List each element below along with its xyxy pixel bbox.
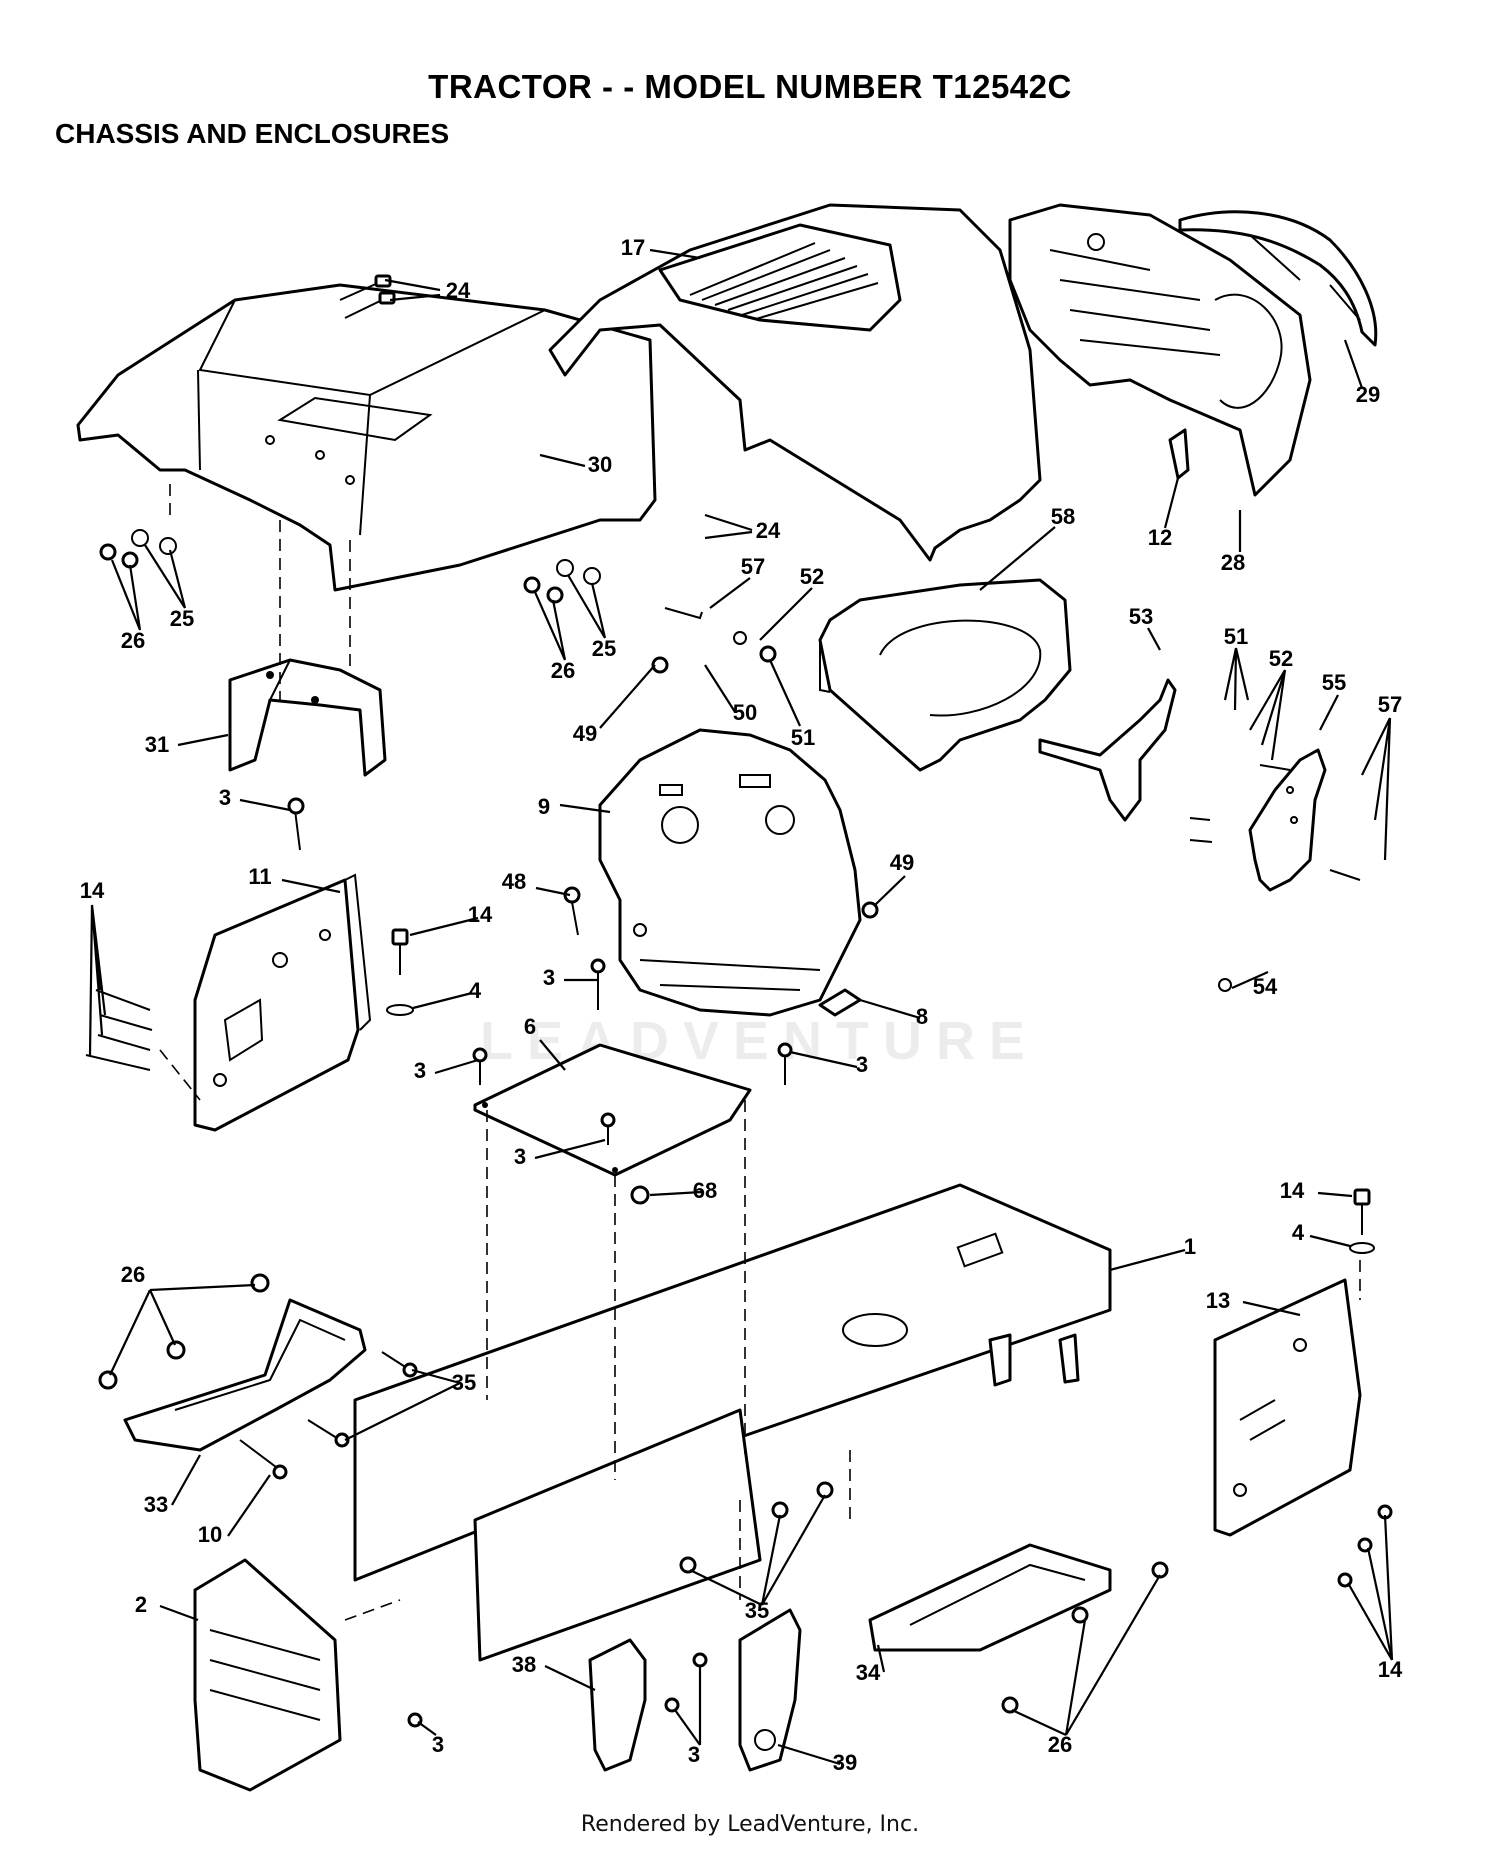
part-rear-fender[interactable] [76,283,657,592]
part-side-panel-left[interactable] [193,873,372,1132]
callout-c48[interactable]: 48 [502,869,526,894]
callout-c4a[interactable]: 4 [469,978,482,1003]
callout-c2[interactable]: 2 [135,1592,147,1617]
callout-c34[interactable]: 34 [856,1660,881,1685]
callout-c26a[interactable]: 26 [121,628,145,653]
callout-c35a[interactable]: 35 [452,1370,476,1395]
part-footrest-right[interactable] [868,1543,1112,1652]
callout-c24a[interactable]: 24 [446,278,471,303]
callout-c39[interactable]: 39 [833,1750,857,1775]
callout-c58[interactable]: 58 [1051,504,1075,529]
callout-c68[interactable]: 68 [693,1178,717,1203]
callout-c3c[interactable]: 3 [414,1058,426,1083]
callout-c33[interactable]: 33 [144,1492,168,1517]
callout-c53[interactable]: 53 [1129,604,1153,629]
alignment-lines [159,484,1361,1621]
callout-c26d[interactable]: 26 [1048,1732,1072,1757]
callout-c51a[interactable]: 51 [1224,624,1248,649]
part-seat-bracket[interactable] [228,658,387,777]
callout-c31[interactable]: 31 [145,732,169,757]
footer-credit: Rendered by LeadVenture, Inc. [580,1812,920,1837]
callout-c17[interactable]: 17 [621,235,645,260]
part-fasteners [85,529,1393,1728]
part-bracket-53[interactable] [1038,678,1177,822]
page-title: TRACTOR - - MODEL NUMBER T12542C [428,68,1072,105]
callout-c3g[interactable]: 3 [688,1742,700,1767]
callout-c25a[interactable]: 25 [170,606,194,631]
callout-c13[interactable]: 13 [1206,1288,1230,1313]
part-front-grille[interactable] [1008,203,1312,497]
callout-c3e[interactable]: 3 [514,1144,526,1169]
callout-c24b[interactable]: 24 [756,518,781,543]
callout-c49b[interactable]: 49 [890,850,914,875]
part-hood[interactable] [548,203,1042,562]
part-screws-24-upper[interactable] [339,274,396,319]
part-clip-12[interactable] [1168,428,1190,480]
callout-c30[interactable]: 30 [588,452,612,477]
callout-c38[interactable]: 38 [512,1652,536,1677]
callout-c14c[interactable]: 14 [1280,1178,1305,1203]
callout-c57b[interactable]: 57 [1378,692,1402,717]
callout-c49a[interactable]: 49 [573,721,597,746]
part-footrest-left[interactable] [123,1298,367,1452]
callout-c35b[interactable]: 35 [745,1598,769,1623]
part-bracket-38[interactable] [588,1638,647,1772]
callout-c3b[interactable]: 3 [543,965,555,990]
part-main-frame[interactable] [353,1183,1112,1662]
callout-c4b[interactable]: 4 [1292,1220,1305,1245]
callout-c6[interactable]: 6 [524,1014,536,1039]
callout-c14b[interactable]: 14 [468,902,493,927]
callout-c14d[interactable]: 14 [1378,1657,1403,1682]
callout-c3f[interactable]: 3 [432,1732,444,1757]
callout-c29[interactable]: 29 [1356,382,1380,407]
callout-c12[interactable]: 12 [1148,525,1172,550]
callout-c28[interactable]: 28 [1221,550,1245,575]
callout-c10[interactable]: 10 [198,1522,222,1547]
callout-c54[interactable]: 54 [1253,974,1278,999]
callout-c3d[interactable]: 3 [856,1052,868,1077]
callout-c25b[interactable]: 25 [592,636,616,661]
part-dashboard[interactable] [598,728,862,1017]
callout-c57a[interactable]: 57 [741,554,765,579]
callout-c8[interactable]: 8 [916,1004,928,1029]
part-dash-shroud[interactable] [818,578,1072,772]
callout-c50[interactable]: 50 [733,700,757,725]
callout-c9[interactable]: 9 [538,794,550,819]
callout-c51b[interactable]: 51 [791,725,815,750]
part-bracket-39[interactable] [738,1608,802,1772]
callout-c26b[interactable]: 26 [551,658,575,683]
callout-c1[interactable]: 1 [1184,1234,1196,1259]
callout-c11[interactable]: 11 [248,864,271,889]
leader-lines [88,248,1394,1766]
part-headlight-lens[interactable] [1178,210,1378,347]
callout-c26c[interactable]: 26 [121,1262,145,1287]
callout-c52a[interactable]: 52 [800,564,824,589]
part-floor-plate[interactable] [473,1043,752,1177]
part-front-panel-2[interactable] [193,1558,342,1792]
callout-c55[interactable]: 55 [1322,670,1346,695]
callout-c3a[interactable]: 3 [219,785,231,810]
callout-c14a[interactable]: 14 [80,878,105,903]
callout-c52b[interactable]: 52 [1269,646,1293,671]
part-side-panel-right[interactable] [1213,1278,1362,1537]
part-bracket-55[interactable] [1248,748,1327,892]
section-subtitle: CHASSIS AND ENCLOSURES [55,118,450,149]
